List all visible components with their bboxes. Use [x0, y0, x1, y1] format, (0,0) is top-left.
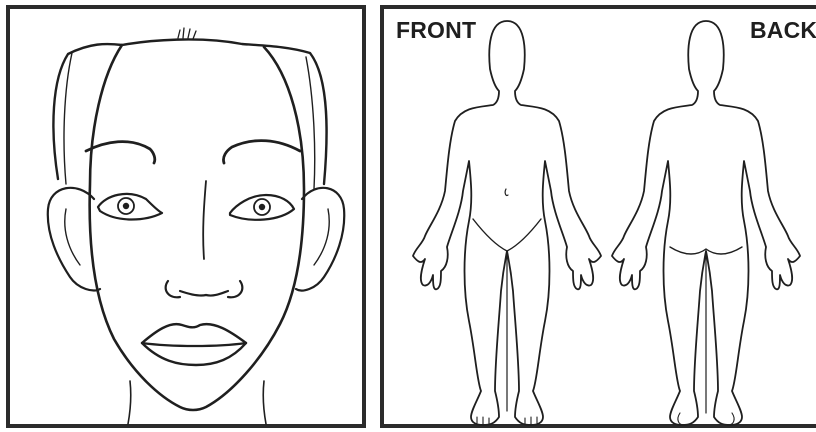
- body-chart-panel: FRONT BACK: [380, 5, 816, 428]
- left-ear-inner: [65, 209, 80, 265]
- lip-line: [142, 343, 246, 346]
- neck-left: [128, 381, 131, 424]
- upper-lip: [142, 324, 246, 343]
- neck-right: [263, 381, 266, 424]
- front-pelvis-line: [473, 219, 541, 251]
- hair-tuft: [178, 28, 196, 39]
- right-ear-inner: [314, 209, 329, 265]
- front-right-toes: [525, 417, 537, 424]
- hair-strand-right: [306, 57, 315, 189]
- nose-base: [166, 281, 243, 297]
- back-figure: [612, 21, 800, 425]
- face-drawing: [10, 9, 362, 424]
- body-drawing: [384, 9, 816, 424]
- left-eye: [98, 194, 162, 220]
- right-pupil: [259, 204, 265, 210]
- front-navel: [505, 189, 508, 196]
- face-chart-panel: [6, 5, 366, 428]
- back-left-heel: [678, 413, 684, 425]
- front-figure: [413, 21, 601, 425]
- hair-strand-left: [64, 53, 72, 184]
- right-eyebrow: [223, 141, 300, 163]
- left-ear: [48, 188, 100, 291]
- front-left-toes: [477, 417, 489, 424]
- hair-outline: [53, 39, 326, 184]
- left-pupil: [123, 203, 129, 209]
- nose-bridge: [203, 181, 206, 259]
- left-eyebrow: [86, 142, 155, 163]
- face-outline: [90, 45, 304, 410]
- back-right-heel: [728, 413, 734, 425]
